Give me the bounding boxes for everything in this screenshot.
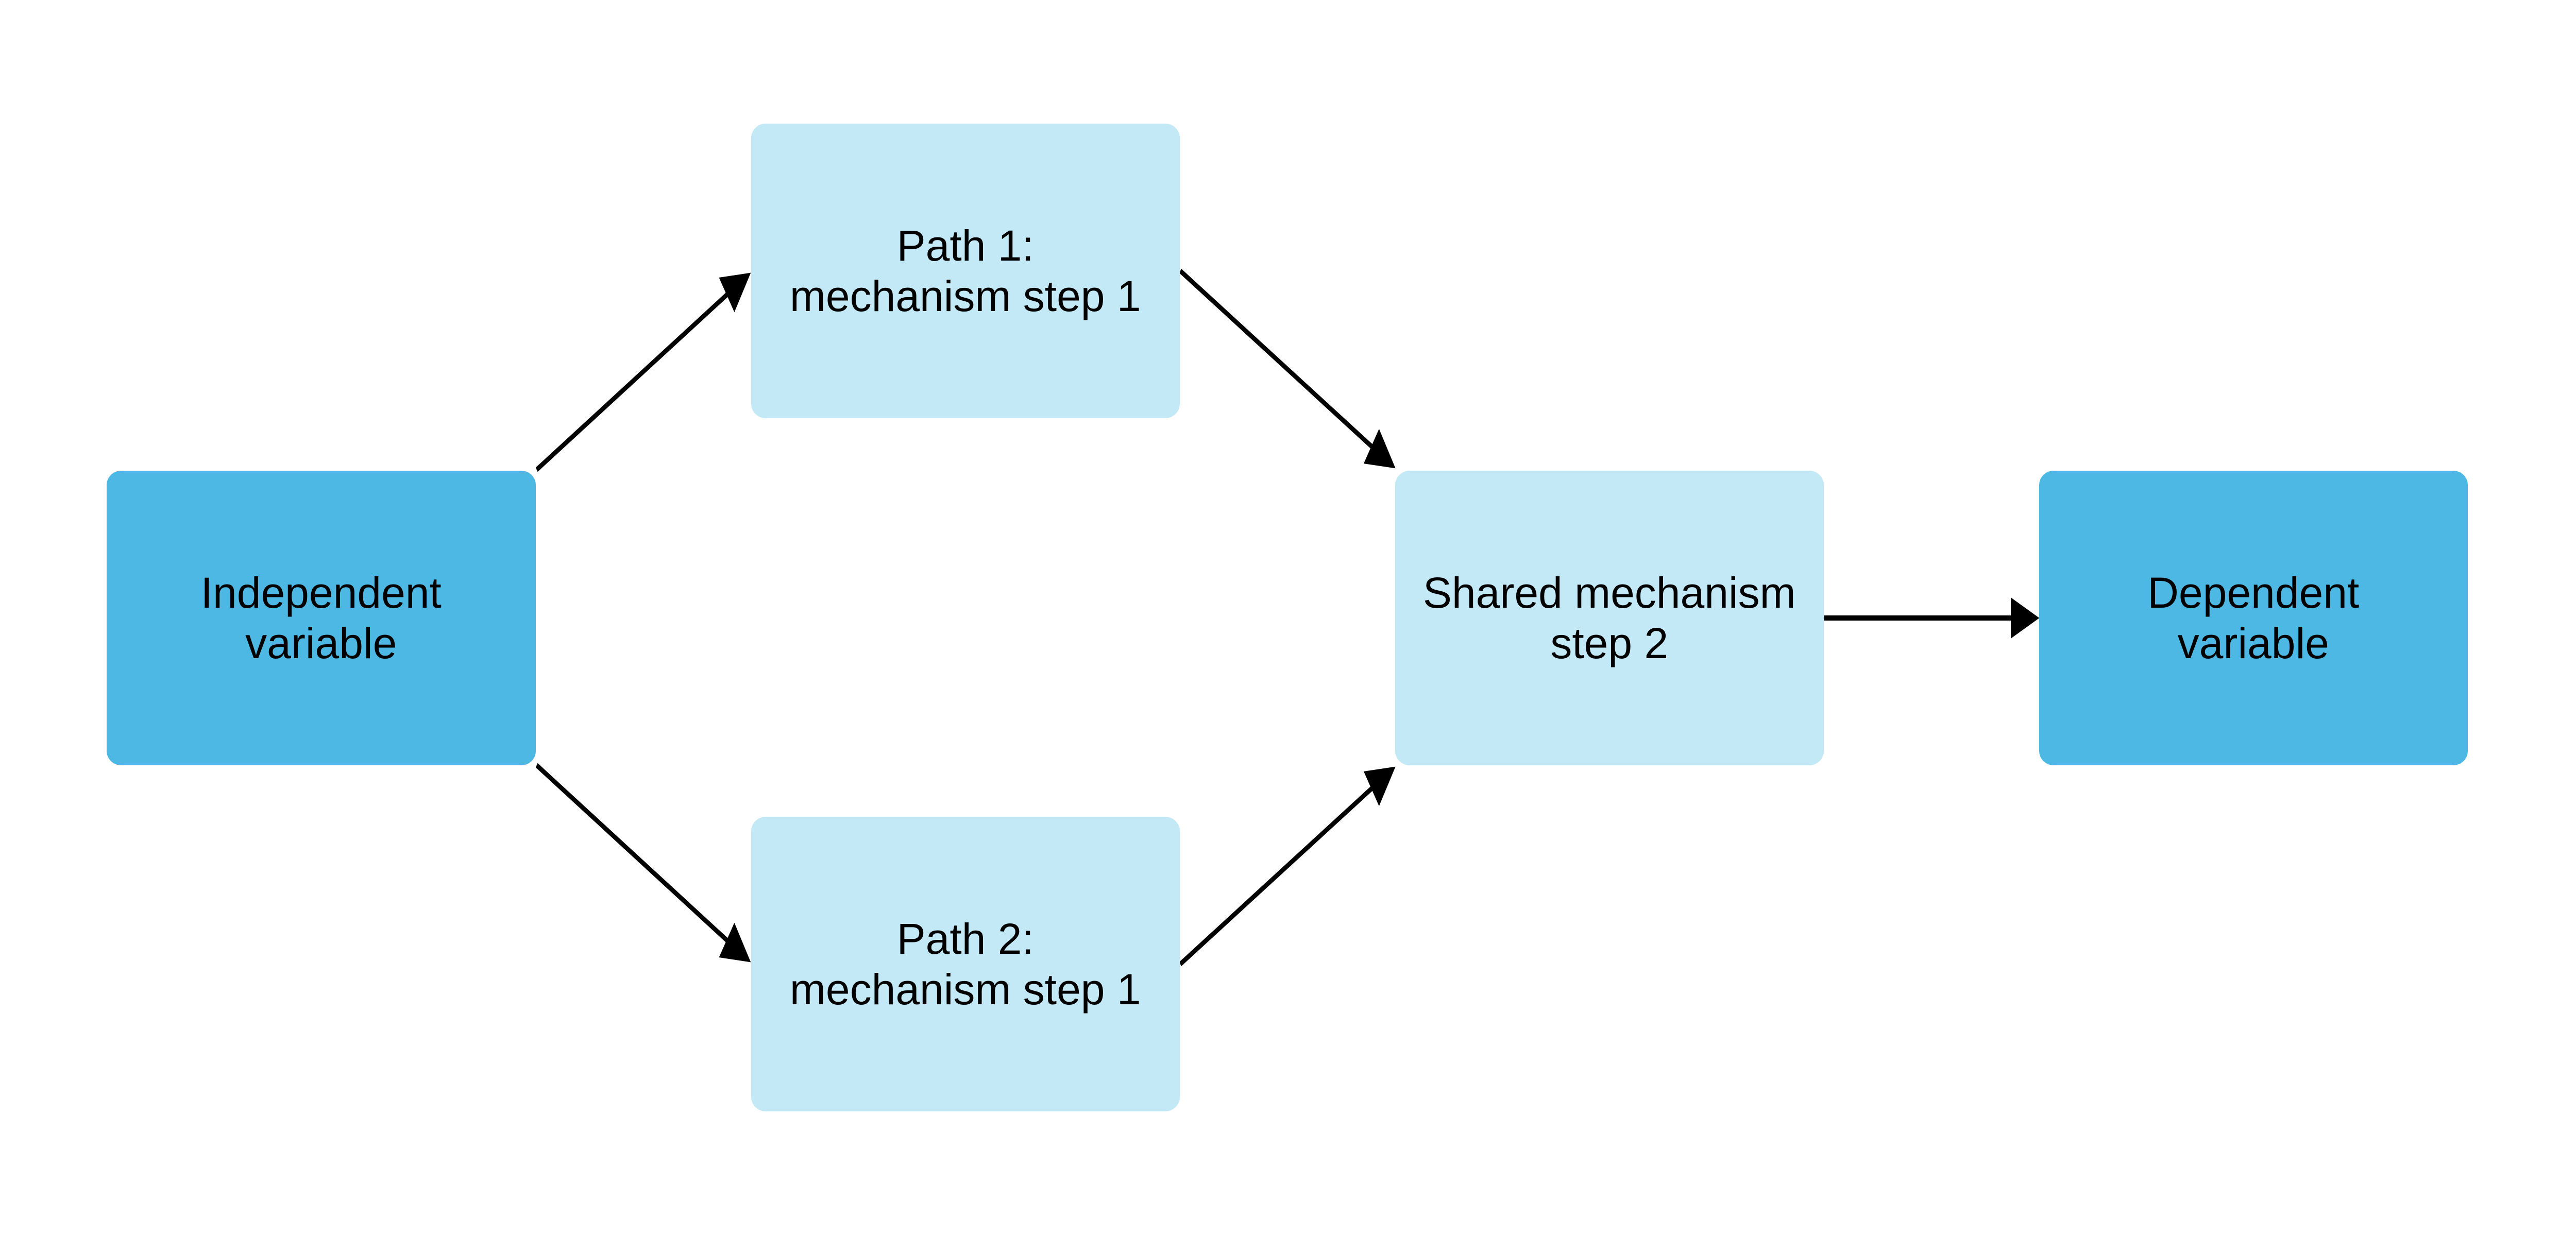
node-label-line1: Dependent — [2147, 569, 2360, 617]
arrow-path2-to-shared — [1179, 766, 1396, 967]
node-label-line2: step 2 — [1550, 619, 1669, 667]
node-label-line1: Independent — [200, 569, 442, 617]
node-label-line2: mechanism step 1 — [789, 965, 1141, 1014]
arrow-independent-to-path2 — [535, 763, 751, 963]
node-label-line2: variable — [245, 619, 397, 667]
node-label-line2: variable — [2177, 619, 2329, 667]
node-independent-variable: Independent variable — [107, 471, 536, 765]
node-label-line1: Shared mechanism — [1422, 569, 1796, 617]
node-path1-mechanism-step1: Path 1: mechanism step 1 — [751, 124, 1180, 418]
node-label-line2: mechanism step 1 — [789, 272, 1141, 320]
arrow-independent-to-path1 — [535, 272, 751, 472]
node-label-line1: Path 2: — [896, 915, 1034, 963]
node-label-line1: Path 1: — [896, 221, 1034, 270]
arrow-path1-to-shared — [1179, 268, 1396, 469]
node-dependent-variable: Dependent variable — [2039, 471, 2468, 765]
node-path2-mechanism-step1: Path 2: mechanism step 1 — [751, 817, 1180, 1111]
node-shared-mechanism-step2: Shared mechanism step 2 — [1395, 471, 1824, 765]
